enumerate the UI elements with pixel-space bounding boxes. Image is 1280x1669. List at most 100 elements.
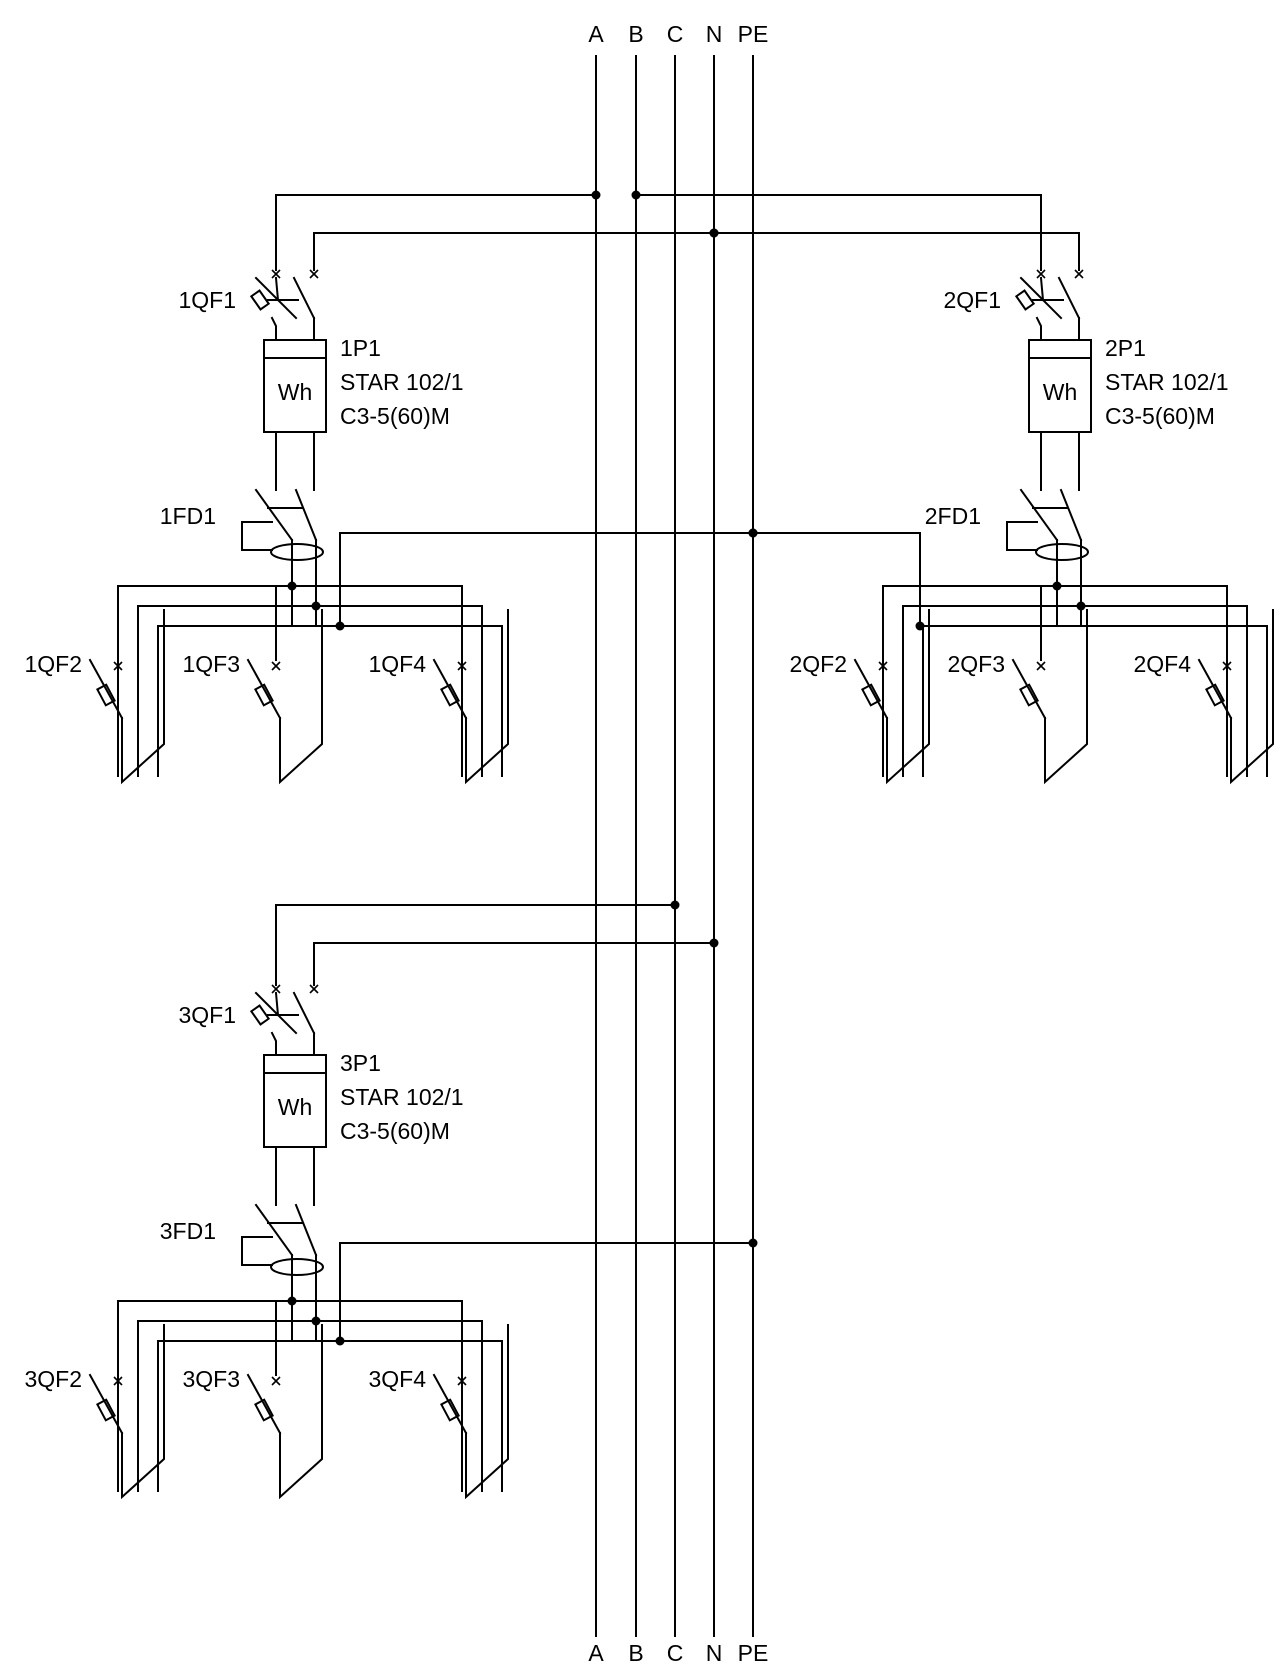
distribution-rail	[117, 1300, 463, 1492]
branch-return-wire	[465, 609, 509, 785]
bus-label-top-b: B	[628, 21, 643, 47]
breaker-blade	[292, 991, 316, 1035]
label-meter-id: 2P1	[1105, 335, 1146, 361]
breaker-contact-mark	[271, 1376, 281, 1386]
output-branch-3qf2: 3QF2	[24, 1300, 165, 1500]
breaker-blade	[246, 1373, 282, 1435]
label-main-breaker: 2QF1	[943, 287, 1001, 313]
breaker-contact-mark	[1222, 661, 1232, 671]
mark-stroke	[271, 1376, 281, 1386]
label-3qf4: 3QF4	[368, 1366, 426, 1392]
mark-stroke	[878, 661, 888, 671]
breaker-trip-element	[440, 683, 460, 707]
distribution-rail	[902, 605, 1248, 777]
energy-meter: Wh	[263, 1054, 327, 1148]
breaker-blade	[88, 1373, 124, 1435]
energy-meter: Wh	[1028, 339, 1092, 433]
junction-dot	[1076, 601, 1086, 611]
breaker-trip-element	[249, 289, 271, 311]
breaker-blade	[1019, 276, 1063, 320]
label-meter-rating: C3-5(60)M	[340, 403, 450, 429]
rcd-toroid	[270, 1258, 324, 1276]
breaker-blade	[432, 1373, 468, 1435]
rcd-toroid	[270, 543, 324, 561]
breaker-trip-element	[96, 683, 116, 707]
mark-stroke	[113, 661, 123, 671]
rcd-device	[1006, 488, 1089, 626]
breaker-blade	[292, 276, 316, 320]
breaker-contact-mark	[113, 661, 123, 671]
breaker-out-wire	[1035, 316, 1042, 341]
junction-dot	[748, 1238, 758, 1248]
meter-symbol: Wh	[1043, 379, 1078, 405]
meter-symbol: Wh	[278, 1094, 313, 1120]
output-branch-2qf2: 2QF2	[789, 585, 930, 785]
bus-label-bottom-b: B	[628, 1640, 643, 1666]
breaker-blade	[1011, 658, 1047, 720]
junction-dot	[335, 621, 345, 631]
rcd-blade	[254, 488, 294, 542]
pe-tap-wire	[339, 532, 754, 627]
breaker-contact-mark	[271, 269, 281, 279]
mark-stroke	[1036, 661, 1046, 671]
meter-body	[1028, 339, 1092, 433]
junction-dot	[631, 190, 641, 200]
breaker-trip-element	[1205, 683, 1225, 707]
label-1qf2: 1QF2	[24, 651, 82, 677]
breaker-blade	[246, 658, 282, 720]
branch-return-wire	[279, 609, 323, 785]
breaker-contact-mark	[1036, 661, 1046, 671]
breaker-trip-element	[861, 683, 881, 707]
mark-stroke	[113, 1376, 123, 1386]
breaker-blade	[274, 991, 280, 1017]
distribution-rail	[117, 585, 463, 777]
junction-dot	[287, 1296, 297, 1306]
label-meter-model: STAR 102/1	[340, 369, 464, 395]
distribution-rail	[157, 1340, 503, 1492]
breaker-blade	[254, 991, 298, 1035]
breaker-contact-mark	[309, 984, 319, 994]
rcd-device	[241, 1203, 324, 1341]
breaker-trip-element	[1014, 289, 1036, 311]
label-main-breaker: 3QF1	[178, 1002, 236, 1028]
label-meter-rating: C3-5(60)M	[340, 1118, 450, 1144]
energy-meter: Wh	[263, 339, 327, 433]
junction-dot	[709, 938, 719, 948]
bus-label-bottom-n: N	[706, 1640, 723, 1666]
breaker-contact-mark	[457, 1376, 467, 1386]
rcd-device	[241, 488, 324, 626]
distribution-rail	[137, 605, 483, 777]
main-breaker	[1014, 276, 1081, 341]
mark-stroke	[309, 984, 319, 994]
breaker-contact-mark	[878, 661, 888, 671]
breaker-trip-element	[254, 683, 274, 707]
supply-phase-wire	[275, 194, 597, 271]
breaker-trip-element	[96, 1398, 116, 1422]
junction-dot	[287, 581, 297, 591]
breaker-blade	[1039, 276, 1045, 302]
label-2qf4: 2QF4	[1133, 651, 1191, 677]
label-rcd: 1FD1	[160, 503, 216, 529]
output-branch-3qf3: 3QF3	[182, 1300, 323, 1500]
output-branch-3qf4: 3QF4	[368, 1300, 509, 1500]
breaker-trip-element	[249, 1004, 271, 1026]
supply-phase-wire	[635, 194, 1042, 271]
output-branch-2qf3: 2QF3	[947, 585, 1088, 785]
distribution-rail	[137, 1320, 483, 1492]
breaker-contact-mark	[457, 661, 467, 671]
supply-neutral-wire	[313, 232, 715, 271]
bus-label-top-pe: PE	[738, 21, 769, 47]
label-2qf3: 2QF3	[947, 651, 1005, 677]
branch-return-wire	[465, 1324, 509, 1500]
output-branch-2qf4: 2QF4	[1133, 585, 1274, 785]
bus-label-top-n: N	[706, 21, 723, 47]
branch-return-wire	[279, 1324, 323, 1500]
breaker-contact-mark	[113, 1376, 123, 1386]
breaker-contact-mark	[271, 661, 281, 671]
breaker-blade	[1197, 658, 1233, 720]
rcd-test-loop	[241, 1236, 273, 1266]
label-meter-model: STAR 102/1	[340, 1084, 464, 1110]
